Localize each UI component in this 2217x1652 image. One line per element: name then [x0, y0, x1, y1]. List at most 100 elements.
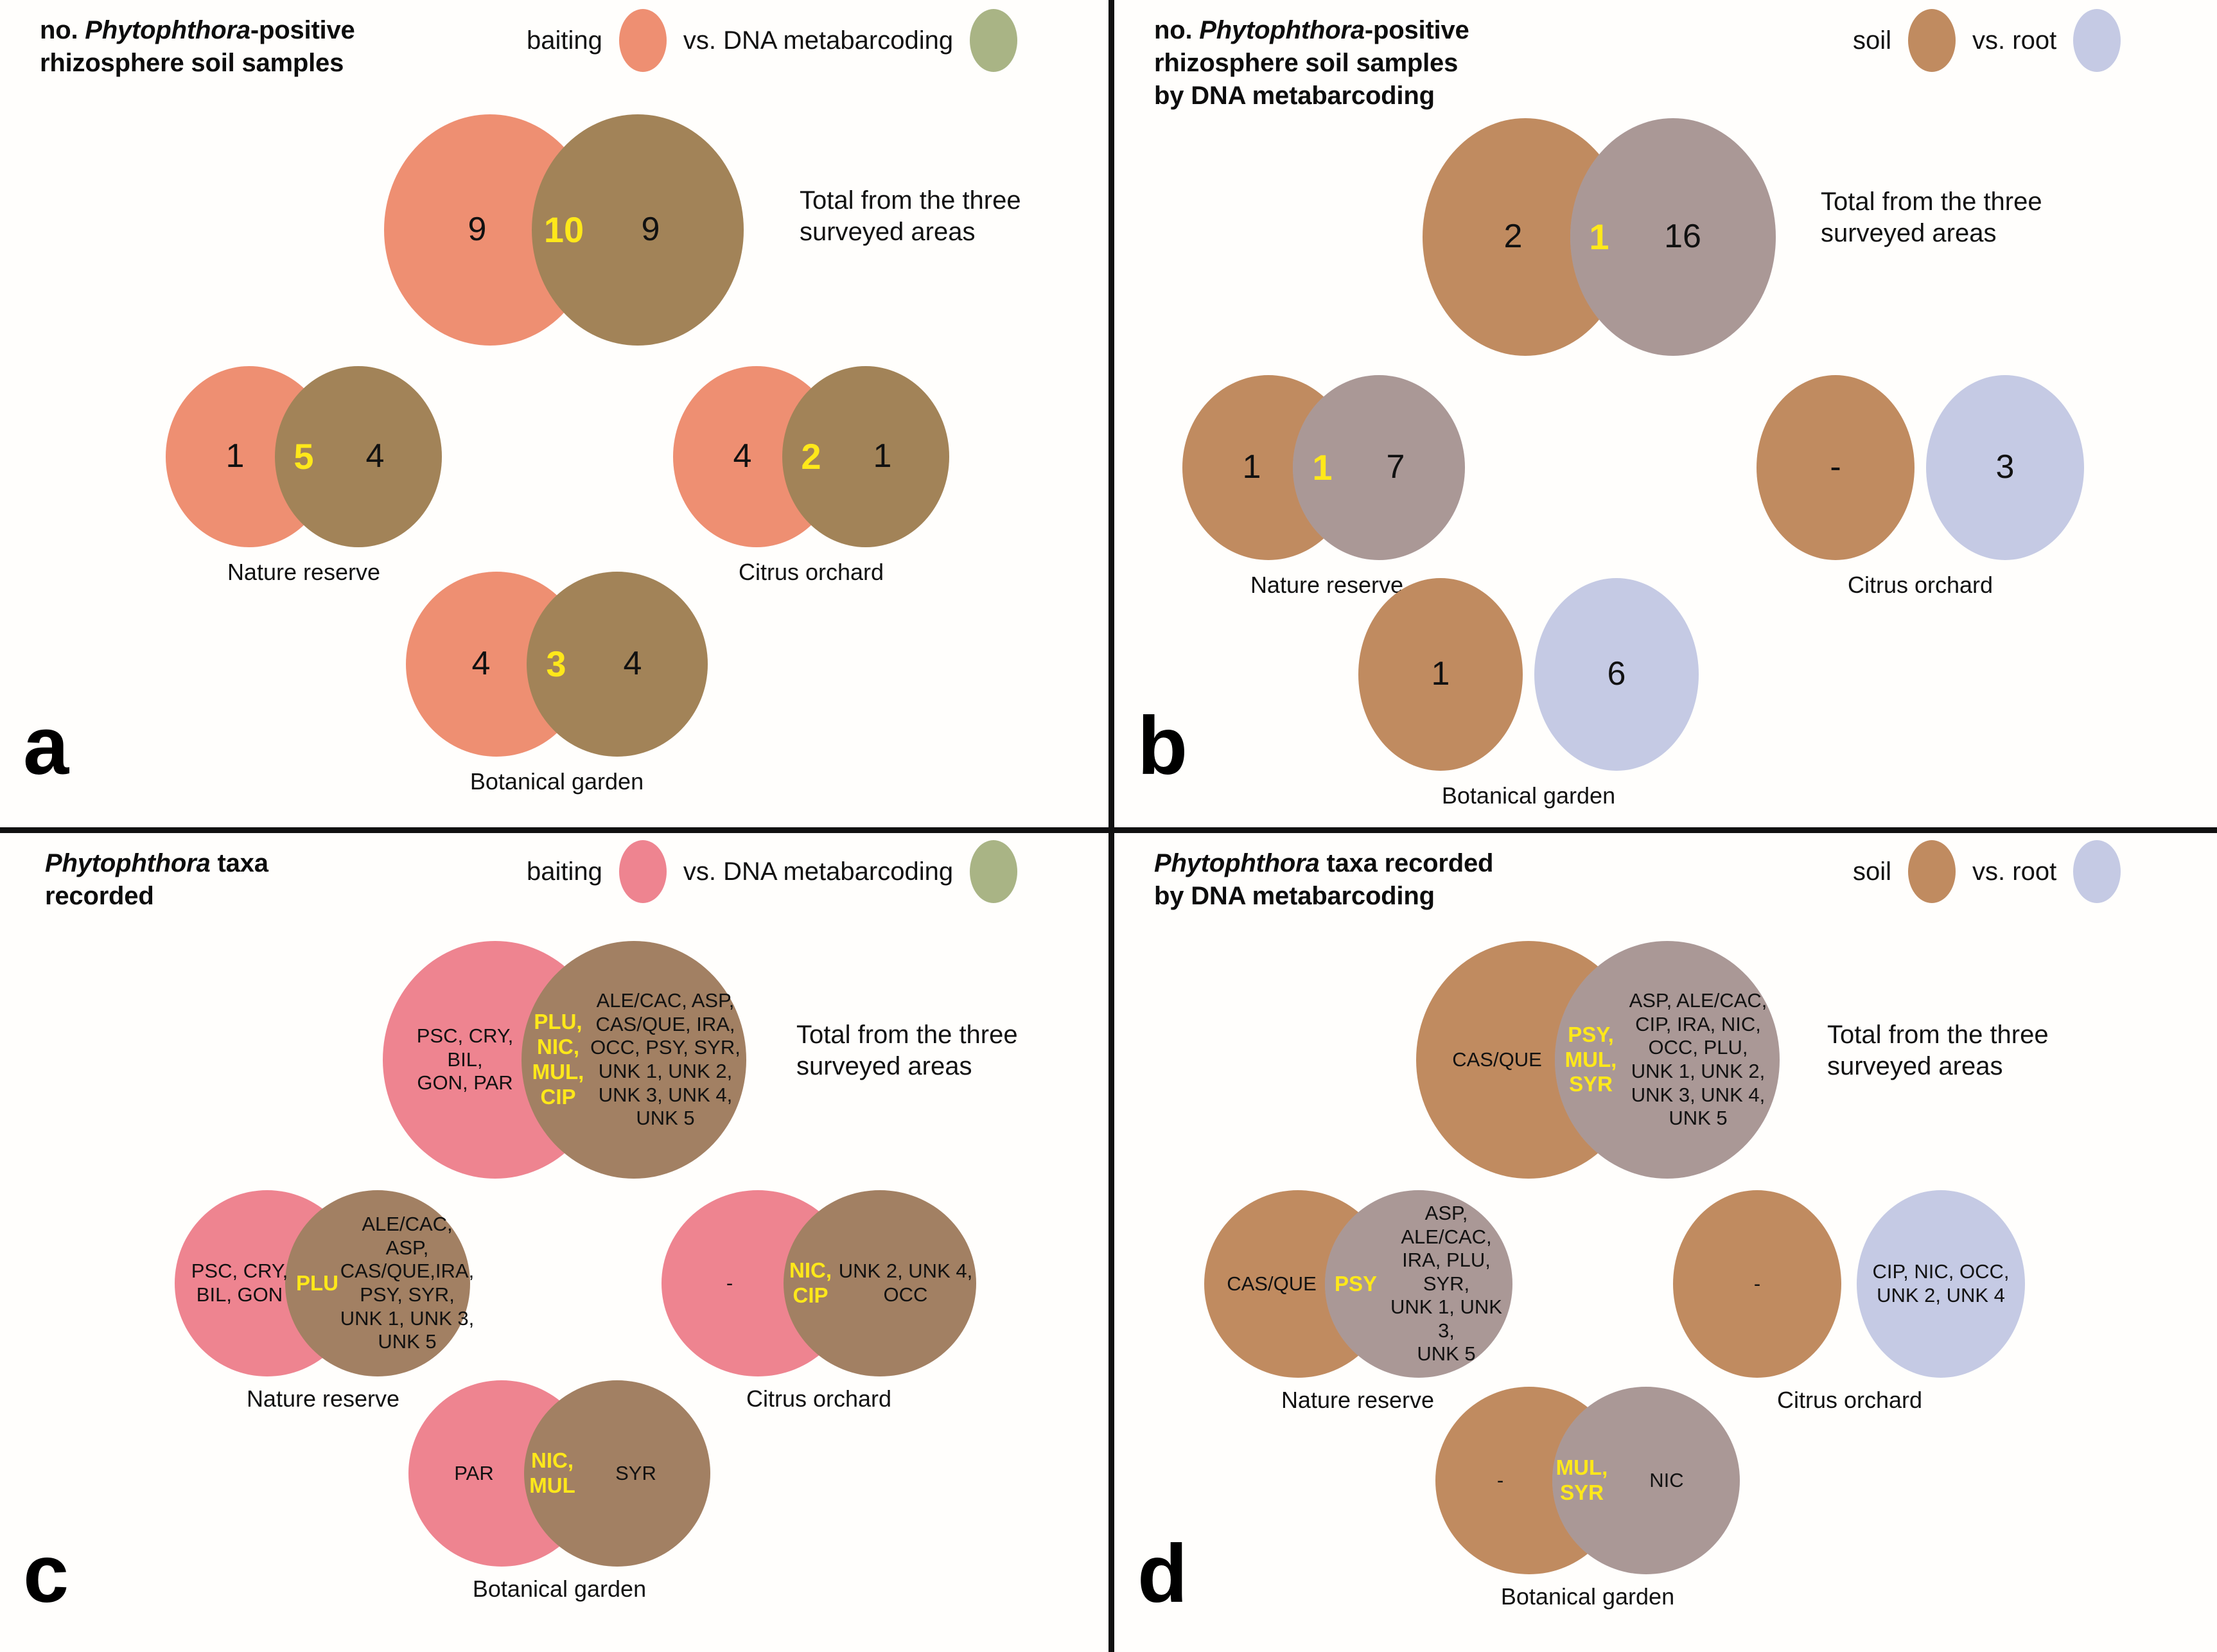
venn-a-botanical-garden: 4 3 4 Botanical garden [406, 572, 708, 795]
legend-left-label: soil [1853, 857, 1892, 886]
venn-right-circle [1857, 1190, 2025, 1378]
heading-line2: rhizosphere soil samples [40, 49, 344, 78]
venn-area-label: Botanical garden [1441, 782, 1616, 809]
panel-b-heading: no. Phytophthora-positive rhizosphere so… [1154, 14, 1578, 113]
legend-soil-swatch [1908, 840, 1956, 903]
venn-b-botanical-garden: 1 6 Botanical garden [1358, 578, 1699, 809]
venn-shared-value: 3 [546, 643, 566, 684]
venn-left-value: 4 [733, 437, 752, 475]
venn-left-value: - [1753, 1272, 1761, 1295]
venn-right-circle [1534, 578, 1699, 771]
panel-a-total-label: Total from the three surveyed areas [800, 186, 1021, 246]
venn-area-label: Citrus orchard [1847, 572, 1994, 598]
venn-left-value: - [1830, 448, 1841, 486]
venn-shared-value: PLU [296, 1270, 338, 1295]
legend-right-label: vs. root [1972, 857, 2057, 886]
legend-baiting-swatch [618, 9, 667, 72]
panel-c-total-label: Total from the three surveyed areas [796, 1021, 1018, 1080]
venn-b-total: 2 1 16 [1423, 118, 1776, 356]
heading-line2: rhizosphere soil samples [1154, 49, 1459, 78]
panel-b-legend: soil vs. root [1853, 9, 2121, 72]
venn-right-circle [1926, 375, 2084, 560]
panel-divider-vertical [1108, 0, 1114, 1652]
legend-root-swatch [2073, 840, 2121, 903]
panel-c-letter: c [23, 1528, 69, 1620]
heading-suffix: taxa recorded [1319, 849, 1494, 877]
venn-shared-value: 2 [801, 435, 821, 477]
venn-right-value: 16 [1664, 218, 1701, 256]
venn-shared-value: NIC, MUL [529, 1448, 575, 1497]
venn-shared-value: MUL, SYR [1555, 1455, 1608, 1504]
panel-a-legend: baiting vs. DNA metabarcoding [527, 9, 1018, 72]
venn-d-citrus-orchard: - CIP, NIC, OCC, UNK 2, UNK 4 Citrus orc… [1673, 1190, 2025, 1413]
venn-left-value: 1 [1242, 448, 1261, 486]
venn-left-value: PSC, CRY, BIL, GON [191, 1260, 288, 1306]
venn-b-citrus-orchard: - 3 Citrus orchard [1757, 375, 2084, 598]
legend-baiting-swatch [618, 840, 667, 903]
heading-line2: recorded [45, 882, 154, 911]
venn-right-value: 4 [623, 645, 642, 683]
panel-c: Phytophthora taxa recorded baiting vs. D… [0, 833, 1108, 1652]
venn-shared-value: PLU, NIC, MUL, CIP [532, 1010, 584, 1109]
venn-right-value: 3 [1995, 448, 2015, 486]
venn-area-label: Nature reserve [246, 1385, 400, 1412]
venn-c-nature-reserve: PSC, CRY, BIL, GON PLU ALE/CAC, ASP, CAS… [175, 1190, 474, 1412]
venn-shared-value: 5 [294, 435, 314, 477]
panel-c-heading: Phytophthora taxa recorded [45, 847, 430, 913]
venn-left-value: 9 [468, 211, 487, 249]
venn-right-value: 4 [365, 437, 385, 475]
legend-right-label: vs. DNA metabarcoding [683, 857, 954, 886]
heading-genus: Phytophthora [45, 849, 211, 877]
venn-a-citrus-orchard: 4 2 1 Citrus orchard [673, 366, 949, 585]
panel-c-legend: baiting vs. DNA metabarcoding [527, 840, 1018, 903]
panel-b-letter: b [1137, 700, 1188, 792]
venn-right-value: SYR [615, 1461, 656, 1484]
venn-right-value: CIP, NIC, OCC, UNK 2, UNK 4 [1872, 1260, 2010, 1306]
venn-left-value: PSC, CRY, BIL, GON, PAR [416, 1024, 514, 1094]
legend-root-swatch [2073, 9, 2121, 72]
panel-d-legend: soil vs. root [1853, 840, 2121, 903]
venn-left-circle [1673, 1190, 1841, 1378]
panel-b-total-label: Total from the three surveyed areas [1821, 188, 2042, 247]
venn-d-total: CAS/QUE PSY, MUL, SYR ASP, ALE/CAC, CIP,… [1416, 941, 1780, 1179]
venn-right-value: 1 [873, 437, 892, 475]
heading-prefix: no. [1154, 16, 1200, 44]
panel-b: no. Phytophthora-positive rhizosphere so… [1114, 0, 2217, 827]
venn-shared-value: 1 [1589, 216, 1609, 257]
venn-right-value: ALE/CAC, ASP, CAS/QUE,IRA, PSY, SYR, UNK… [340, 1213, 475, 1353]
venn-area-label: Botanical garden [1500, 1583, 1675, 1610]
venn-left-circle [1358, 578, 1523, 771]
venn-right-value: 9 [641, 211, 660, 249]
venn-left-value: PAR [454, 1461, 494, 1484]
legend-right-label: vs. root [1972, 26, 2057, 55]
venn-left-value: CAS/QUE [1452, 1048, 1542, 1071]
heading-suffix: -positive [250, 16, 355, 44]
heading-genus: Phytophthora [1199, 16, 1365, 44]
legend-left-label: baiting [527, 26, 602, 55]
panel-a-heading: no. Phytophthora-positive rhizosphere so… [40, 14, 489, 80]
venn-area-label: Nature reserve [227, 559, 381, 585]
legend-metabarcoding-swatch [970, 840, 1018, 903]
venn-shared-value: 10 [543, 209, 584, 250]
venn-right-value: 7 [1386, 448, 1405, 486]
legend-right-label: vs. DNA metabarcoding [683, 26, 954, 55]
venn-area-label: Nature reserve [1281, 1387, 1435, 1413]
venn-area-label: Citrus orchard [1776, 1387, 1923, 1413]
venn-right-value: 6 [1607, 655, 1626, 693]
venn-b-nature-reserve: 1 1 7 Nature reserve [1182, 375, 1465, 598]
venn-a-nature-reserve: 1 5 4 Nature reserve [166, 366, 442, 585]
venn-left-value: - [1496, 1468, 1504, 1491]
venn-area-label: Botanical garden [469, 768, 644, 795]
heading-suffix: taxa [210, 849, 268, 877]
legend-metabarcoding-swatch [970, 9, 1018, 72]
venn-c-botanical-garden: PAR NIC, MUL SYR Botanical garden [408, 1380, 710, 1602]
venn-shared-value: 1 [1312, 446, 1333, 488]
heading-genus: Phytophthora [1154, 849, 1320, 877]
panel-d-total-label: Total from the three surveyed areas [1827, 1021, 2049, 1080]
venn-right-value: ALE/CAC, ASP, CAS/QUE, IRA, OCC, PSY, SY… [590, 989, 740, 1130]
venn-a-total: 9 10 9 [384, 114, 744, 346]
venn-d-botanical-garden: - MUL, SYR NIC Botanical garden [1435, 1387, 1740, 1610]
heading-suffix: -positive [1364, 16, 1469, 44]
legend-left-label: soil [1853, 26, 1892, 55]
